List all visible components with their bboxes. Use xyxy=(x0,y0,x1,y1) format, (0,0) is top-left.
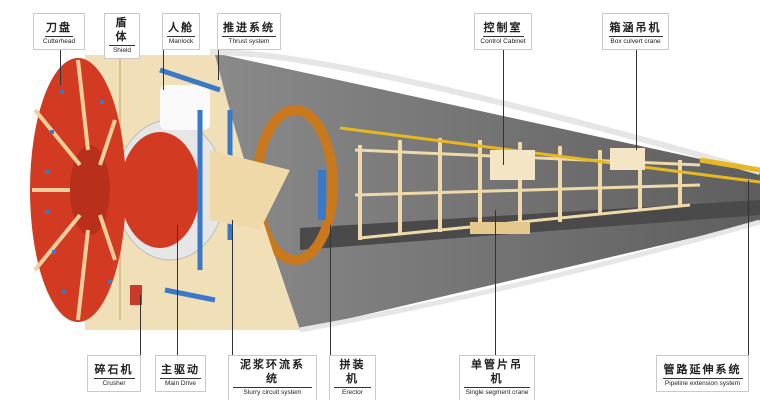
label-en: Erector xyxy=(342,389,363,396)
label-en: Cutterhead xyxy=(42,38,76,45)
leader-line xyxy=(503,45,504,165)
label-zh: 管路延伸系统 xyxy=(662,363,743,379)
label-en: Single segment crane xyxy=(465,389,529,396)
control-cabinet xyxy=(490,150,535,180)
label-en: Manlock xyxy=(168,38,194,45)
backup-gantries xyxy=(354,138,701,240)
leader-line xyxy=(163,45,164,90)
leader-line xyxy=(140,295,141,355)
leader-line xyxy=(177,225,178,355)
label-zh: 主驱动 xyxy=(160,363,201,379)
label-en: Crusher xyxy=(102,380,126,387)
label-en: Slurry circuit system xyxy=(243,389,302,396)
pipes xyxy=(339,126,760,184)
segment-car xyxy=(470,222,530,234)
label-en: Shield xyxy=(112,47,132,54)
leader-line xyxy=(495,210,496,355)
leader-line xyxy=(636,45,637,150)
label-zh: 单管片吊机 xyxy=(464,358,530,388)
label-en: Main Drive xyxy=(164,380,197,387)
label-en: Box culvert crane xyxy=(610,38,661,45)
cutterhead xyxy=(30,58,126,322)
label-zh: 泥浆环流系统 xyxy=(233,358,312,388)
label-zh: 控制室 xyxy=(482,21,524,37)
leader-line xyxy=(748,180,749,355)
label-zh: 人舱 xyxy=(167,21,195,37)
leader-line xyxy=(330,225,331,355)
label-zh: 拼装机 xyxy=(334,358,371,388)
leader-line xyxy=(218,45,219,80)
leader-line xyxy=(60,45,61,85)
label-en: Pipeline extension system xyxy=(664,380,741,387)
shield-body xyxy=(85,55,300,330)
box-culvert-crane xyxy=(610,148,645,170)
label-zh: 刀盘 xyxy=(45,21,73,37)
label-zh: 箱涵吊机 xyxy=(608,21,663,37)
label-zh: 碎石机 xyxy=(93,363,135,379)
label-zh: 盾体 xyxy=(109,16,135,46)
leader-line xyxy=(232,220,233,355)
label-en: Control Cabinet xyxy=(480,38,526,45)
label-zh: 推进系统 xyxy=(222,21,276,37)
label-en: Thrust system xyxy=(228,38,270,45)
crusher xyxy=(130,285,142,305)
